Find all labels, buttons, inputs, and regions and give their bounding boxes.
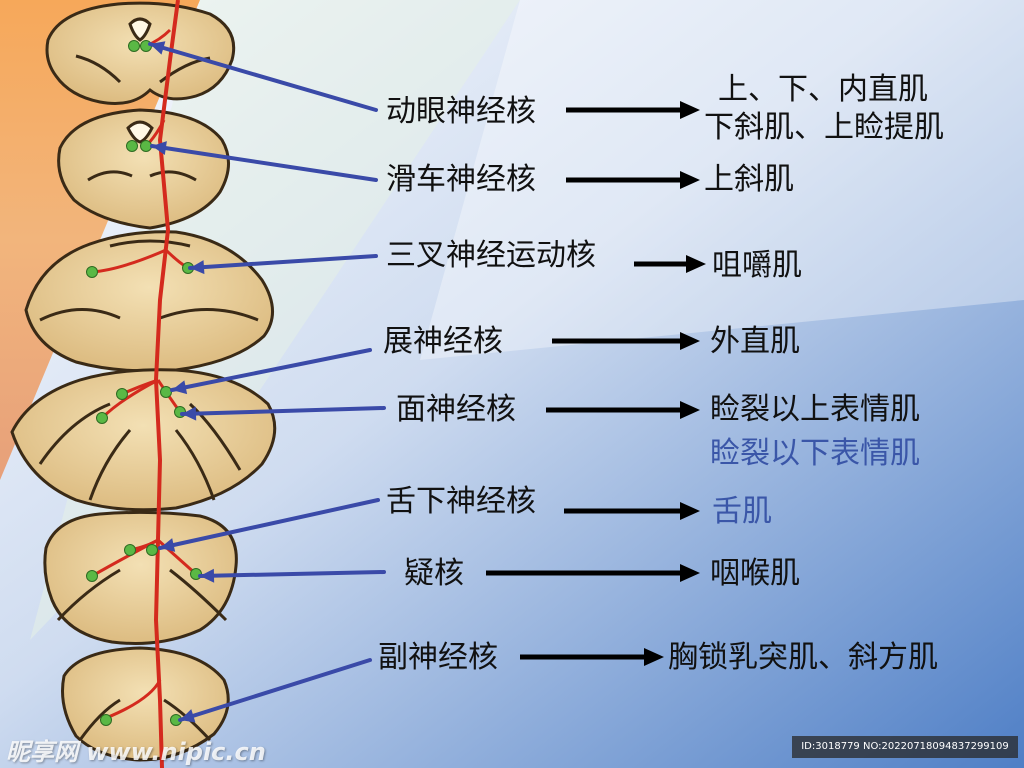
- arrow-trigeminal-head: [686, 255, 706, 273]
- nucleus-label-ambiguus: 疑核: [404, 556, 464, 591]
- arrow-facial-head: [680, 401, 700, 419]
- watermark-brand: 昵享网 www.nipic.cn: [6, 738, 266, 766]
- muscle-label-facial-upper: 睑裂以上表情肌: [710, 392, 920, 427]
- nucleus-label-oculomotor: 动眼神经核: [386, 94, 536, 129]
- midbrain-crus-left: [75, 54, 122, 84]
- nucleus-label-facial: 面神经核: [396, 392, 516, 427]
- medulla-lower-fiber-left: [78, 698, 121, 741]
- muscle-label-oculomotor-1: 上、下、内直肌: [718, 72, 928, 107]
- arrow-ambiguus-head: [680, 564, 700, 582]
- medulla-fiber-left: [56, 568, 121, 622]
- pointer-hypoglossal-head: [160, 538, 176, 552]
- muscle-label-ambiguus: 咽喉肌: [710, 556, 800, 591]
- section-medulla-lower: [61, 646, 230, 762]
- nucleus-label-trigeminal-motor: 三叉神经运动核: [386, 238, 596, 273]
- pointer-trigeminal-head: [190, 260, 205, 275]
- nucleus-dot-4: [140, 140, 152, 152]
- pointer-hypoglossal: [158, 498, 380, 550]
- pointer-oculomotor-head: [150, 41, 166, 55]
- pointer-lines: [148, 41, 386, 723]
- nucleus-label-abducens: 展神经核: [383, 324, 503, 359]
- section-pons-lower: [10, 368, 277, 512]
- pons-fiber-left: [39, 308, 121, 322]
- branch-accessory: [105, 679, 162, 720]
- nucleus-dot-8: [160, 386, 172, 398]
- nucleus-dot-11: [124, 544, 136, 556]
- pons-ventricle: [109, 239, 191, 248]
- muscle-label-accessory: 胸锁乳突肌、斜方肌: [668, 640, 938, 675]
- pons-lower-fiber-4: [174, 429, 216, 501]
- lower-midbrain-substantia-right: [149, 170, 197, 182]
- midbrain-aqueduct: [128, 17, 152, 42]
- pointer-facial: [180, 406, 386, 416]
- arrow-accessory-head: [644, 648, 664, 666]
- nucleus-dot-3: [126, 140, 138, 152]
- arrow-oculomotor-head: [680, 101, 700, 119]
- tract-branches: [91, 28, 197, 720]
- muscle-label-hypoglossal: 舌肌: [712, 494, 772, 529]
- muscle-label-trochlear: 上斜肌: [704, 162, 794, 197]
- nucleus-label-accessory: 副神经核: [378, 640, 498, 675]
- nucleus-dots: [86, 40, 202, 726]
- muscle-label-oculomotor-2: 下斜肌、上睑提肌: [704, 110, 944, 145]
- nucleus-to-muscle-arrows: [486, 101, 706, 666]
- nucleus-dot-15: [100, 714, 112, 726]
- background-glare: [420, 0, 1024, 360]
- nucleus-dot-7: [116, 388, 128, 400]
- arrow-abducens-head: [680, 332, 700, 350]
- pointer-facial-head: [182, 406, 197, 421]
- arrow-hypoglossal-head: [680, 502, 700, 520]
- pons-fiber-right: [159, 307, 259, 322]
- nucleus-dot-13: [86, 570, 98, 582]
- brainstem-sections: [10, 1, 277, 762]
- pointer-accessory-head: [180, 709, 196, 723]
- section-midbrain-upper: [45, 1, 236, 105]
- lower-midbrain-aqueduct: [126, 120, 154, 144]
- lower-midbrain-substantia-left: [87, 170, 133, 182]
- pons-lower-fiber-3: [88, 429, 132, 501]
- pointer-trochlear-head: [152, 141, 167, 156]
- pointer-ambiguus: [198, 570, 386, 578]
- nucleus-dot-5: [86, 266, 98, 278]
- pointer-trochlear: [150, 144, 378, 182]
- pointer-trigeminal: [188, 254, 378, 270]
- nucleus-label-trochlear: 滑车神经核: [386, 162, 536, 197]
- pointer-accessory: [178, 658, 372, 722]
- muscle-label-trigeminal: 咀嚼肌: [712, 248, 802, 283]
- muscle-label-abducens: 外直肌: [710, 324, 800, 359]
- nucleus-dot-12: [146, 544, 158, 556]
- nucleus-dot-9: [96, 412, 108, 424]
- muscle-label-facial-lower: 睑裂以下表情肌: [710, 436, 920, 471]
- nucleus-label-hypoglossal: 舌下神经核: [386, 484, 536, 519]
- pointer-oculomotor: [148, 42, 378, 112]
- pointer-abducens-head: [172, 380, 188, 395]
- nucleus-dot-1: [128, 40, 140, 52]
- pons-lower-fiber-1: [38, 402, 111, 465]
- pointer-abducens: [170, 348, 372, 392]
- section-midbrain-lower: [57, 108, 230, 230]
- branch-ambiguus-left: [91, 538, 159, 578]
- medulla-fiber-right: [169, 568, 228, 622]
- arrow-trochlear-head: [680, 171, 700, 189]
- pointer-ambiguus-head: [200, 568, 215, 583]
- section-medulla-upper: [43, 510, 238, 645]
- watermark-id: ID:3018779 NO:20220718094837299109: [792, 736, 1018, 758]
